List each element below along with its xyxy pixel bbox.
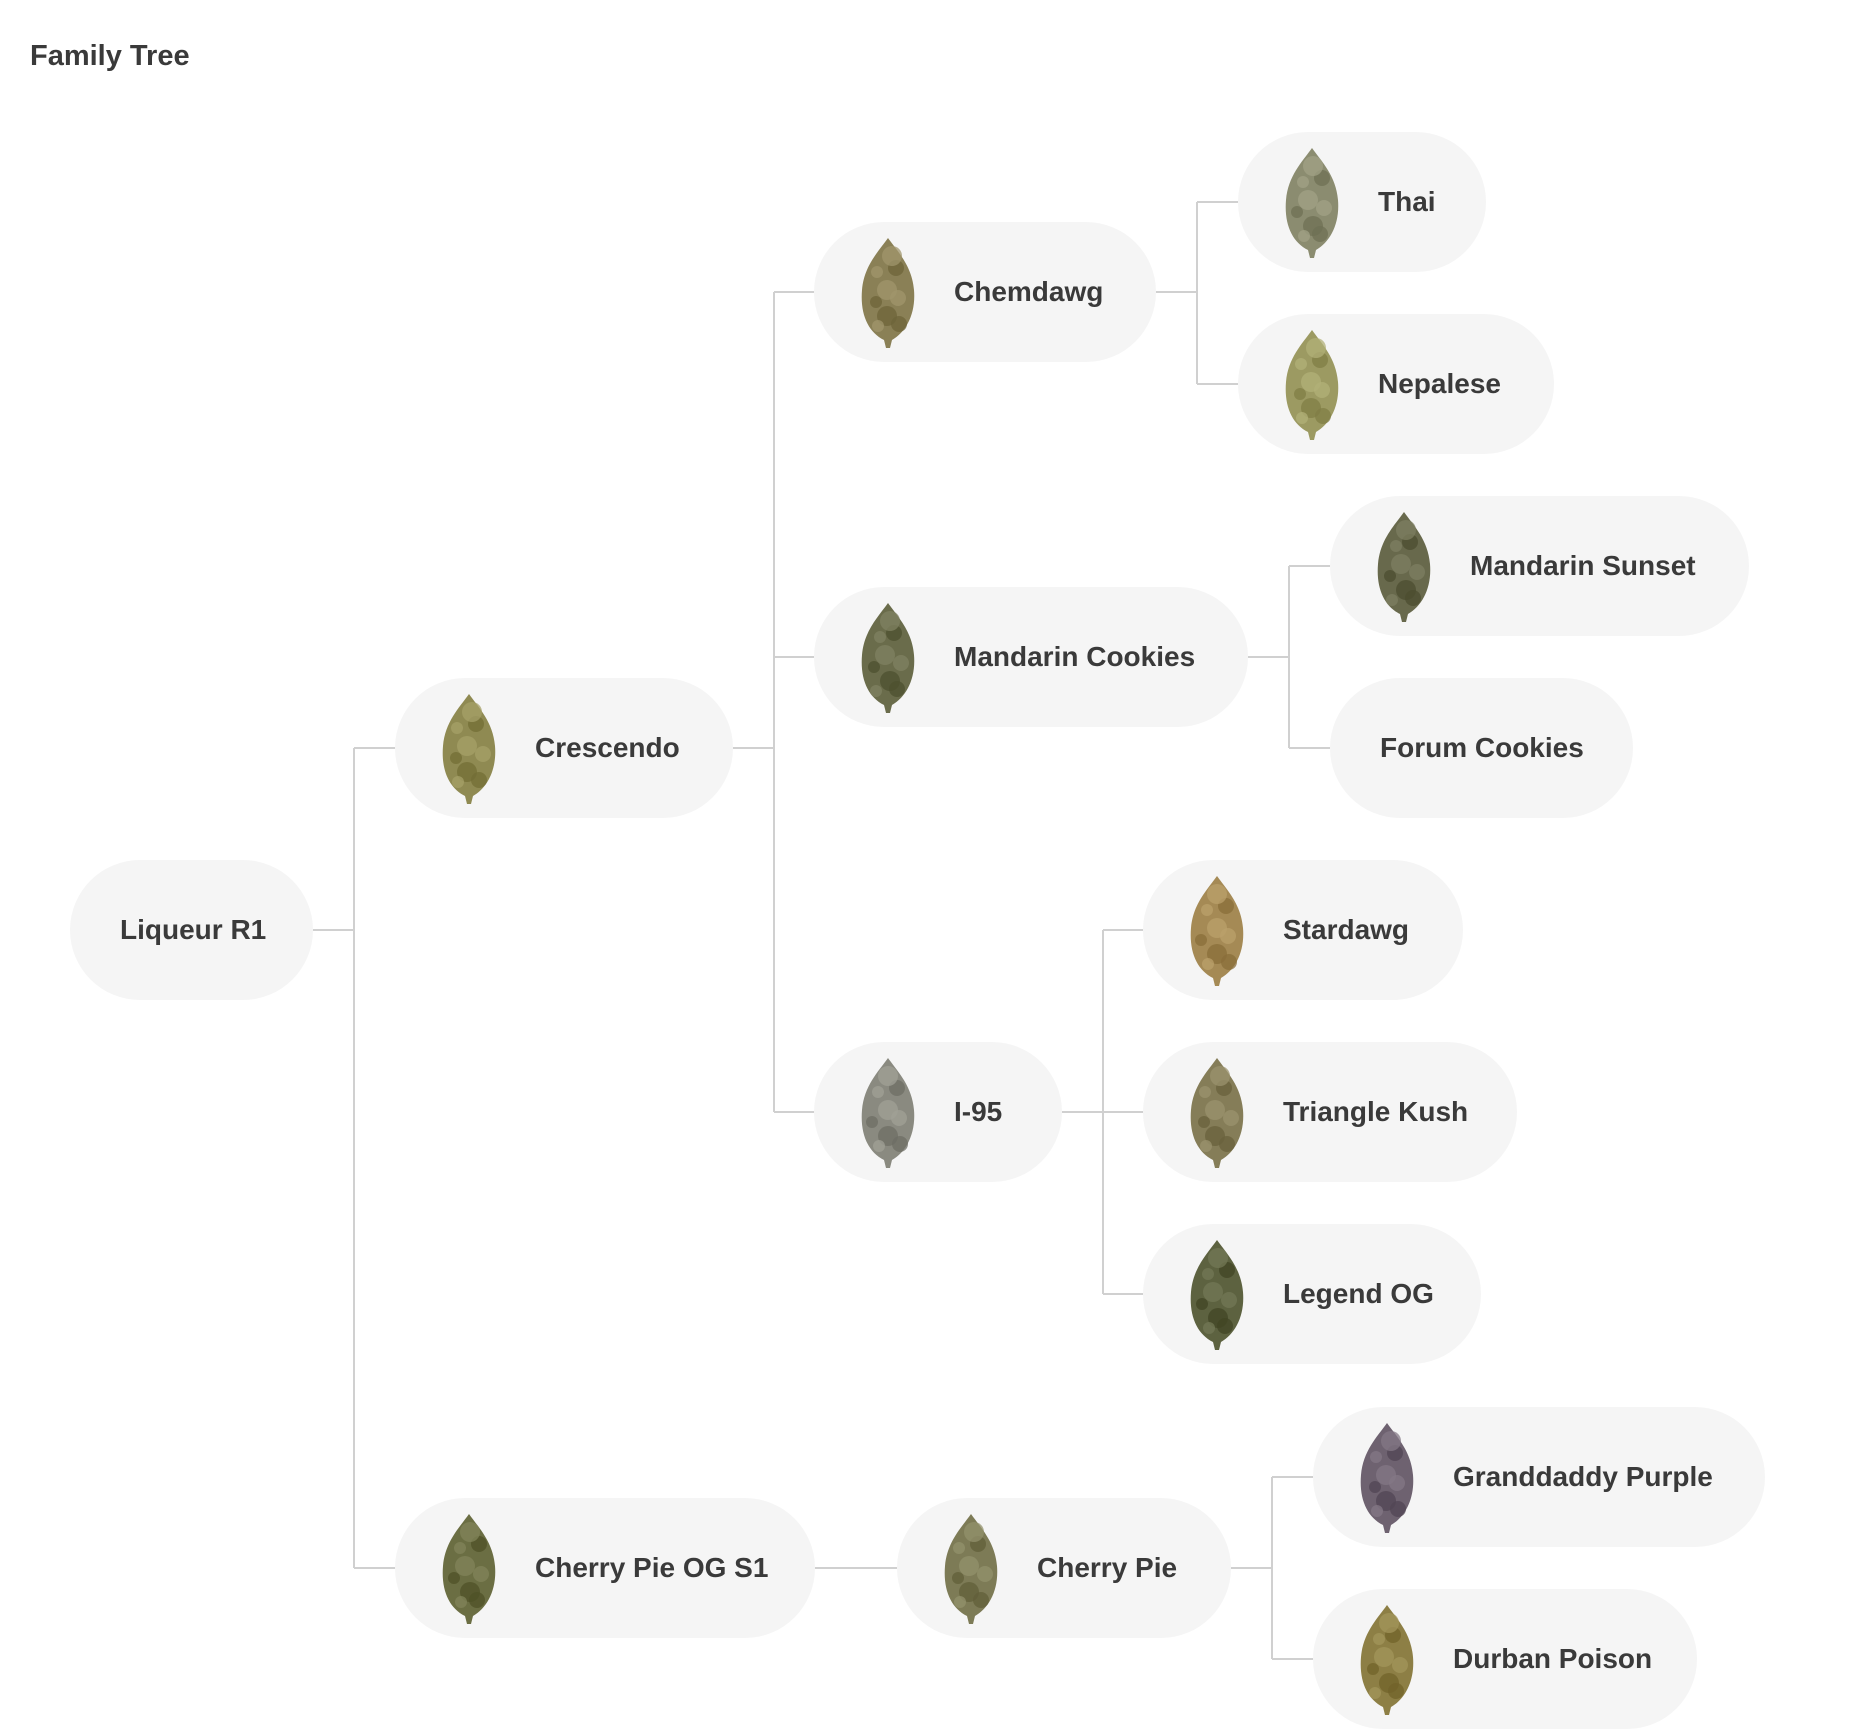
bud-icon	[931, 1508, 1011, 1633]
node-label: Cherry Pie OG S1	[535, 1552, 769, 1583]
node-label: Legend OG	[1283, 1278, 1434, 1309]
node-thai[interactable]: Thai	[1238, 132, 1486, 272]
node-label: Forum Cookies	[1380, 732, 1584, 763]
node-mandarin-sunset[interactable]: Mandarin Sunset	[1330, 496, 1749, 636]
node-label: Granddaddy Purple	[1453, 1461, 1713, 1492]
node-label: I-95	[954, 1096, 1003, 1127]
bud-icon	[1272, 142, 1352, 267]
node-label: Thai	[1378, 186, 1436, 217]
bud-icon	[1347, 1599, 1427, 1724]
node-label: Durban Poison	[1453, 1643, 1653, 1674]
bud-icon	[848, 1052, 928, 1177]
node-liqueur-r1[interactable]: Liqueur R1	[70, 860, 313, 1000]
bud-icon	[1177, 870, 1257, 995]
node-granddaddy-purple[interactable]: Granddaddy Purple	[1313, 1407, 1765, 1547]
bud-icon	[1364, 506, 1444, 631]
node-label: Mandarin Cookies	[954, 641, 1196, 672]
node-cherry-pie[interactable]: Cherry Pie	[897, 1498, 1231, 1638]
node-crescendo[interactable]: Crescendo	[395, 678, 733, 818]
node-label: Chemdawg	[954, 276, 1104, 307]
node-stardawg[interactable]: Stardawg	[1143, 860, 1463, 1000]
bud-icon	[1177, 1234, 1257, 1359]
node-forum-cookies[interactable]: Forum Cookies	[1330, 678, 1633, 818]
node-nepalese[interactable]: Nepalese	[1238, 314, 1554, 454]
node-mandarin-cookies[interactable]: Mandarin Cookies	[814, 587, 1248, 727]
bud-icon	[429, 1508, 509, 1633]
bud-icon	[1347, 1417, 1427, 1542]
node-durban-poison[interactable]: Durban Poison	[1313, 1589, 1697, 1729]
node-label: Mandarin Sunset	[1470, 550, 1696, 581]
bud-icon	[848, 232, 928, 357]
node-label: Cherry Pie	[1037, 1552, 1178, 1583]
node-cherry-pie-og-s1[interactable]: Cherry Pie OG S1	[395, 1498, 815, 1638]
bud-icon	[1272, 324, 1352, 449]
node-label: Stardawg	[1283, 914, 1410, 945]
bud-icon	[1177, 1052, 1257, 1177]
node-chemdawg[interactable]: Chemdawg	[814, 222, 1156, 362]
node-legend-og[interactable]: Legend OG	[1143, 1224, 1481, 1364]
bud-icon	[848, 597, 928, 722]
node-label: Nepalese	[1378, 368, 1501, 399]
page-title: Family Tree	[30, 40, 190, 72]
node-label: Crescendo	[535, 732, 680, 763]
node-label: Liqueur R1	[120, 914, 267, 945]
node-triangle-kush[interactable]: Triangle Kush	[1143, 1042, 1517, 1182]
bud-icon	[429, 688, 509, 813]
node-i-95[interactable]: I-95	[814, 1042, 1062, 1182]
node-label: Triangle Kush	[1283, 1096, 1469, 1127]
